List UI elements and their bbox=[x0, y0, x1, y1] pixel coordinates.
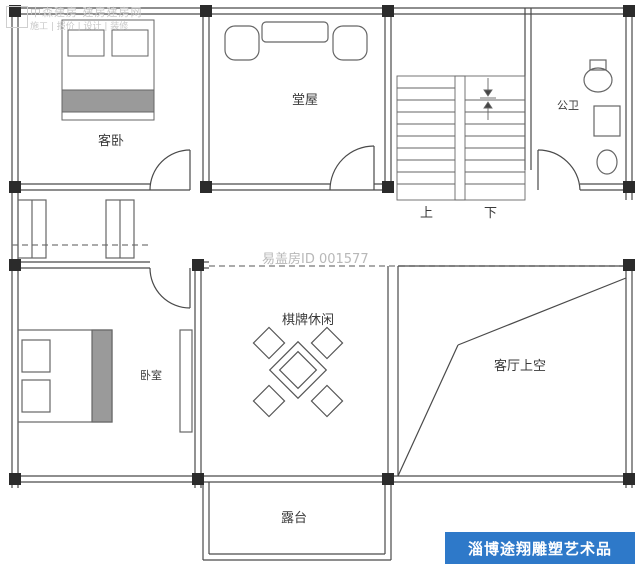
void-outline bbox=[387, 265, 627, 477]
columns bbox=[9, 5, 635, 485]
room-label-hall: 堂屋 bbox=[292, 93, 319, 108]
staircase bbox=[396, 75, 526, 201]
wardrobes bbox=[17, 199, 135, 259]
room-label-chess-room: 棋牌休闲 bbox=[282, 313, 335, 328]
room-label-living-void: 客厅上空 bbox=[494, 359, 547, 374]
outer-walls bbox=[11, 7, 633, 488]
stairs-down-label: 下 bbox=[484, 206, 498, 221]
hall-sofa bbox=[224, 21, 368, 61]
room-label-bedroom: 卧室 bbox=[140, 369, 162, 382]
bedroom-bed bbox=[17, 329, 193, 433]
chess-table bbox=[252, 326, 344, 418]
guest-bed bbox=[61, 19, 155, 121]
room-label-public-bath: 公卫 bbox=[557, 99, 579, 112]
bath-fixtures bbox=[583, 59, 621, 175]
room-label-guest-bedroom: 客卧 bbox=[98, 134, 125, 149]
terrace-railing bbox=[202, 482, 392, 561]
stairs-up-label: 上 bbox=[420, 206, 434, 221]
watermark-site: 中森建房 建房建房网 bbox=[30, 6, 143, 19]
opening-lines bbox=[12, 244, 626, 267]
plan-id-watermark: 易盖房ID 001577 bbox=[262, 252, 369, 267]
watermark-sub: 施工 | 报价 | 设计 | 装修 bbox=[30, 22, 129, 32]
watermark-logo-icon bbox=[6, 6, 28, 28]
room-label-terrace: 露台 bbox=[281, 511, 308, 526]
brand-banner: 淄博途翔雕塑艺术品 bbox=[445, 532, 635, 564]
door-swings bbox=[149, 145, 581, 309]
